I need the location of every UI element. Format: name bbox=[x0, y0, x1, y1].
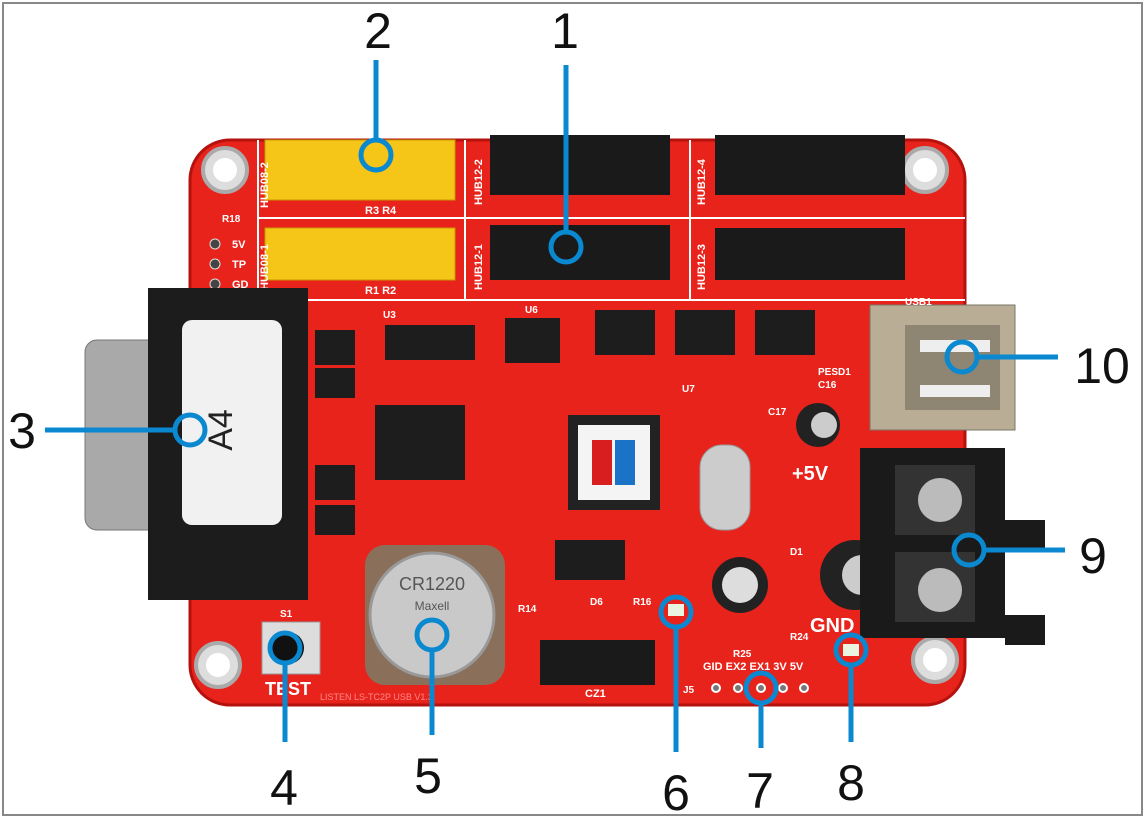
serial-db9-connector: A4 bbox=[84, 288, 308, 600]
svg-text:8: 8 bbox=[837, 755, 865, 811]
usb1-label: USB1 bbox=[905, 297, 932, 308]
hub12-3-header bbox=[715, 228, 905, 280]
hub12-4-label: HUB12-4 bbox=[696, 158, 708, 205]
ic-chips bbox=[315, 310, 815, 580]
hub12-1-label: HUB12-1 bbox=[473, 244, 485, 290]
callout-2: 2 bbox=[358, 3, 394, 173]
callout-1: 1 bbox=[548, 3, 584, 265]
callout-7: 7 bbox=[743, 670, 779, 818]
test-label: TEST bbox=[265, 679, 311, 699]
c16-label: C16 bbox=[818, 380, 837, 391]
r25-label: R25 bbox=[733, 649, 752, 660]
cz1-label: CZ1 bbox=[585, 688, 606, 700]
led-status bbox=[668, 604, 684, 616]
svg-text:6: 6 bbox=[662, 765, 690, 818]
hub12-3-label: HUB12-3 bbox=[696, 244, 708, 290]
pesd1-label: PESD1 bbox=[818, 367, 851, 378]
svg-text:4: 4 bbox=[270, 760, 298, 816]
r18-label: R18 bbox=[222, 214, 241, 225]
callout-5: 5 bbox=[414, 617, 450, 804]
j5-label: J5 bbox=[683, 685, 695, 696]
pin-tp-label: TP bbox=[232, 259, 246, 271]
callout-6: 6 bbox=[658, 594, 694, 818]
svg-text:1: 1 bbox=[551, 3, 579, 59]
plus5v-label: +5V bbox=[792, 463, 829, 485]
coin-cell-battery: CR1220 Maxell bbox=[365, 545, 505, 685]
s1-label: S1 bbox=[280, 609, 293, 620]
r24-label: R24 bbox=[790, 632, 809, 643]
model-label: LISTEN LS-TC2P USB V1.3 bbox=[320, 692, 433, 702]
gnd-label: GND bbox=[810, 615, 854, 637]
u7-label: U7 bbox=[682, 384, 695, 395]
callout-4: 4 bbox=[267, 630, 303, 816]
battery-label: CR1220 bbox=[399, 574, 465, 594]
battery-brand: Maxell bbox=[415, 599, 450, 613]
r16-label: R16 bbox=[633, 597, 652, 608]
d6-label: D6 bbox=[590, 597, 603, 608]
svg-text:5: 5 bbox=[414, 748, 442, 804]
u3-label: U3 bbox=[383, 310, 396, 321]
callout-8: 8 bbox=[833, 632, 869, 811]
svg-text:2: 2 bbox=[364, 3, 392, 59]
svg-text:3: 3 bbox=[8, 403, 36, 459]
hub12-4-header bbox=[715, 135, 905, 195]
svg-text:7: 7 bbox=[746, 763, 774, 818]
hub12-2-label: HUB12-2 bbox=[473, 159, 485, 205]
callout-10: 10 bbox=[944, 338, 1130, 394]
c17-label: C17 bbox=[768, 407, 787, 418]
hub08-2-label: HUB08-2 bbox=[259, 162, 271, 208]
pin-5v-label: 5V bbox=[232, 239, 246, 251]
svg-text:9: 9 bbox=[1079, 528, 1107, 584]
mcu-chip bbox=[568, 415, 660, 510]
cz1-header bbox=[540, 640, 655, 685]
d1-label: D1 bbox=[790, 547, 803, 558]
r14-label: R14 bbox=[518, 604, 537, 615]
serial-label: A4 bbox=[202, 409, 240, 451]
r3r4-label: R3 R4 bbox=[365, 205, 397, 217]
r1r2-label: R1 R2 bbox=[365, 285, 396, 297]
crystal bbox=[699, 444, 751, 531]
callout-9: 9 bbox=[951, 528, 1107, 584]
callout-3: 3 bbox=[8, 403, 208, 459]
hub08-1-header bbox=[264, 227, 456, 281]
led-power bbox=[843, 644, 859, 656]
u6-label: U6 bbox=[525, 305, 538, 316]
svg-text:10: 10 bbox=[1074, 338, 1130, 394]
j5-pin-header bbox=[711, 683, 809, 693]
hub08-1-label: HUB08-1 bbox=[259, 244, 271, 290]
hub12-2-header bbox=[490, 135, 670, 195]
j5-pins-label: GID EX2 EX1 3V 5V bbox=[703, 661, 804, 673]
usb-port bbox=[869, 304, 1016, 431]
